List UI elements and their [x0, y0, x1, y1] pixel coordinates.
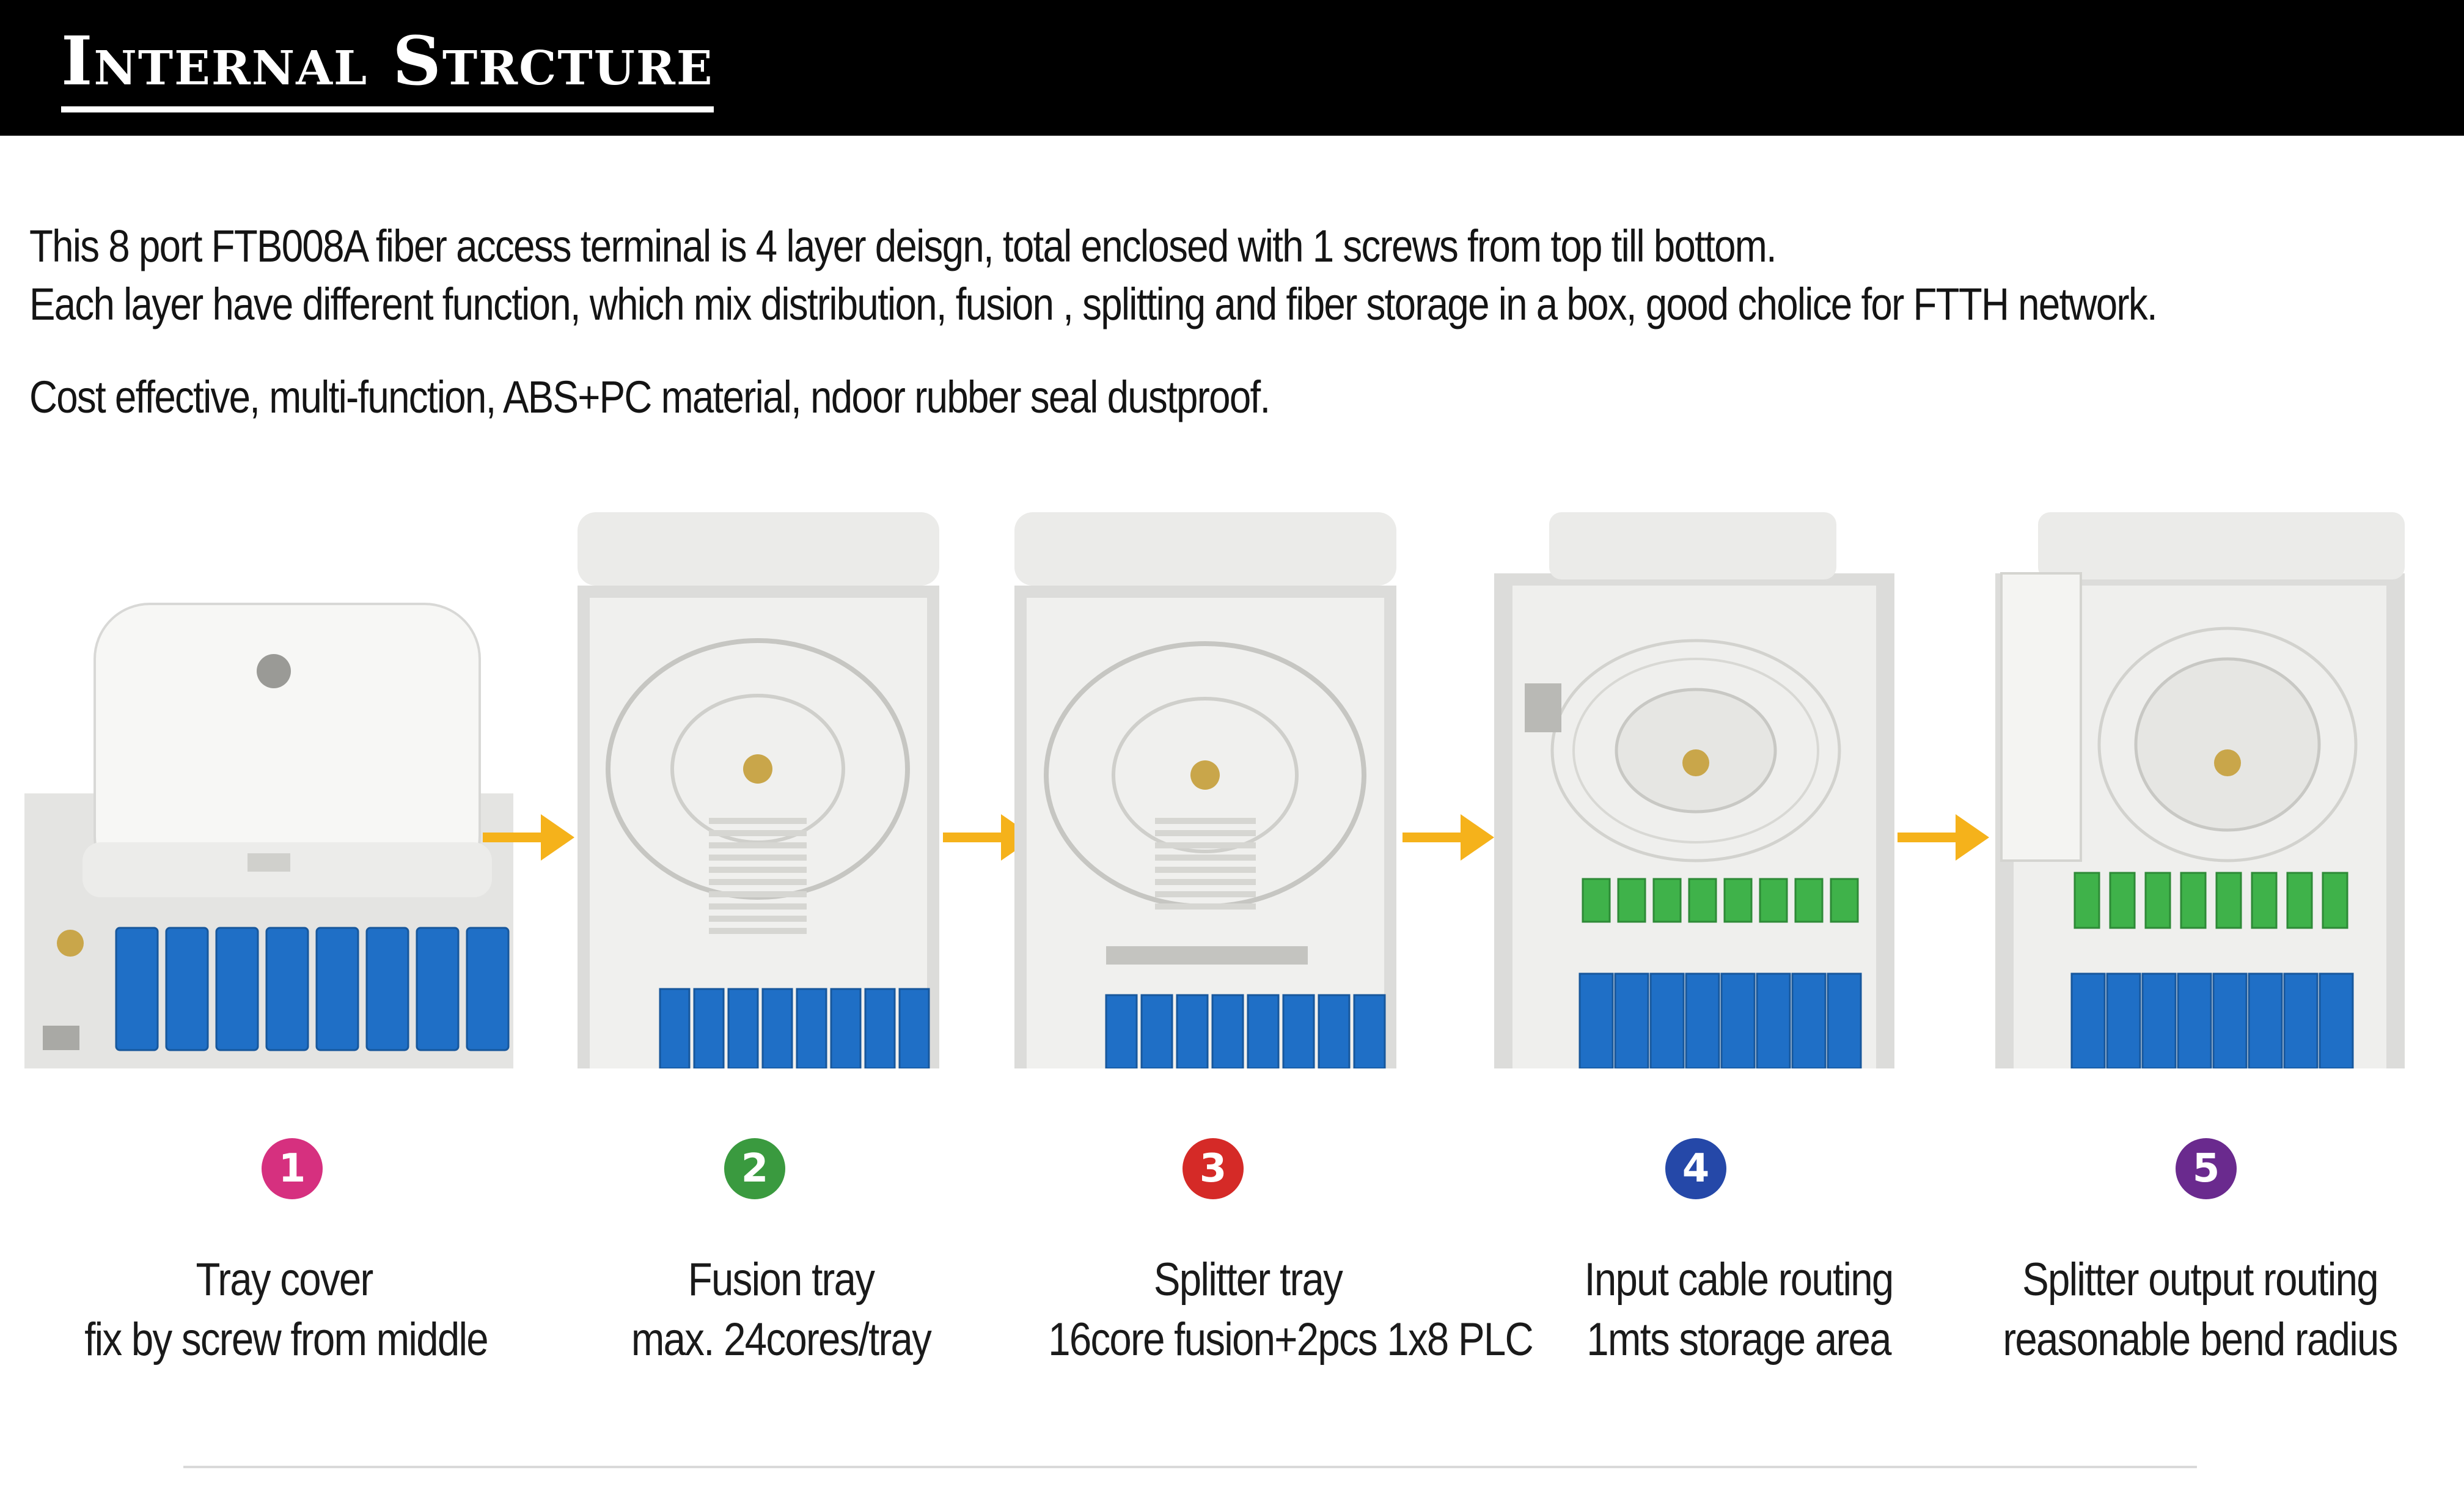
step-4-badge: 4	[1665, 1138, 1726, 1199]
step-5-caption-detail: reasonable bend radius	[2003, 1314, 2398, 1366]
intro-line-3: Cost effective, multi-function, ABS+PC m…	[29, 372, 1270, 422]
fusion-tray-photo	[578, 512, 939, 1068]
step-4-caption: Input cable routing 1mts storage area	[1506, 1250, 1971, 1370]
arrow-1-to-2	[480, 807, 578, 868]
footer-divider	[183, 1466, 2197, 1468]
step-5-caption-title: Splitter output routing	[2022, 1254, 2378, 1306]
arrow-3-to-4	[1399, 807, 1497, 868]
tray-cover-photo	[0, 512, 527, 1068]
step-2-caption: Fusion tray max. 24cores/tray	[549, 1250, 1013, 1370]
step-5-caption: Splitter output routing reasonable bend …	[1968, 1250, 2432, 1370]
arrow-2-to-3	[940, 807, 1038, 868]
intro-line-1: This 8 port FTB008A fiber access termina…	[29, 221, 1777, 271]
splitter-tray-photo	[1014, 512, 1396, 1068]
step-2-badge: 2	[724, 1138, 785, 1199]
step-1-caption-title: Tray cover	[196, 1254, 373, 1306]
arrow-4-to-5	[1894, 807, 1992, 868]
step-3-caption-detail: 16core fusion+2pcs 1x8 PLC	[1048, 1314, 1533, 1366]
step-1-caption-detail: fix by screw from middle	[84, 1314, 488, 1366]
header-bar: Internal Strcture	[0, 0, 2464, 136]
step-3-caption-title: Splitter tray	[1153, 1254, 1343, 1306]
step-3-badge: 3	[1182, 1138, 1244, 1199]
step-1-caption: Tray cover fix by screw from middle	[52, 1250, 516, 1370]
step-4-caption-title: Input cable routing	[1584, 1254, 1894, 1306]
input-cable-routing-photo	[1494, 512, 1894, 1068]
splitter-output-routing-photo	[1995, 512, 2405, 1068]
step-1-badge: 1	[262, 1138, 323, 1199]
step-2-caption-title: Fusion tray	[688, 1254, 875, 1306]
intro-line-2: Each layer have different function, whic…	[29, 279, 2158, 329]
step-3-caption: Splitter tray 16core fusion+2pcs 1x8 PLC	[1016, 1250, 1533, 1370]
page-title: Internal Strcture	[61, 18, 714, 112]
step-4-caption-detail: 1mts storage area	[1586, 1314, 1891, 1366]
step-2-caption-detail: max. 24cores/tray	[631, 1314, 932, 1366]
step-5-badge: 5	[2176, 1138, 2237, 1199]
